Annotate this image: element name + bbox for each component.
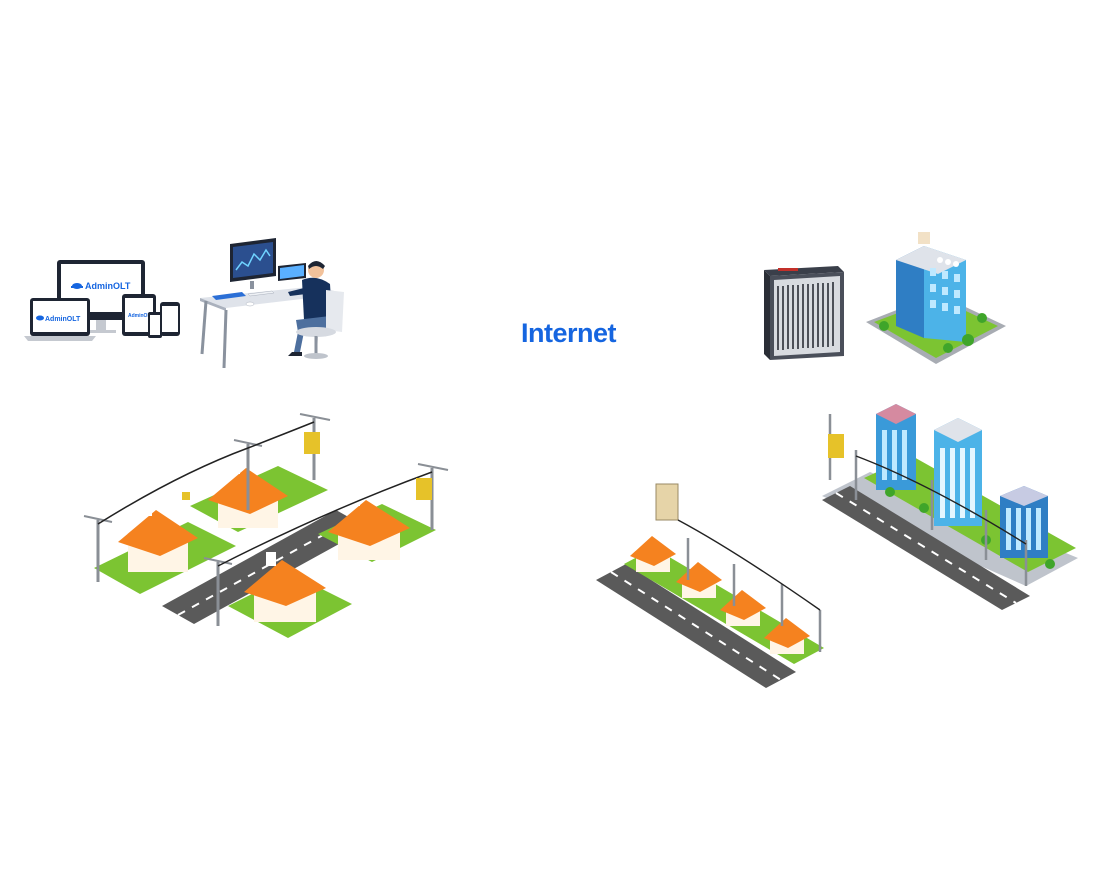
fiber-distribution-box: [828, 434, 844, 458]
office-building: [934, 418, 982, 526]
brand-text-monitor: AdminOLT: [85, 281, 131, 291]
house: [676, 562, 722, 598]
house: [328, 492, 410, 560]
laptop: AdminOLT: [24, 298, 96, 341]
phone-small: [148, 312, 162, 338]
brand-text-tablet: AdminOLT: [128, 313, 153, 319]
office-building: [1000, 486, 1048, 558]
street-cabinet: [655, 483, 679, 521]
house: [630, 536, 676, 572]
cloud-logo-icon: [71, 283, 83, 289]
internet-label: Internet: [521, 318, 617, 348]
house: [118, 502, 198, 572]
house: [764, 618, 810, 654]
fiber-distribution-box: [304, 432, 320, 454]
house: [720, 590, 766, 626]
second-monitor: [278, 263, 306, 281]
urban-buildings-illustration: [822, 404, 1078, 610]
olt-chassis-illustration: [764, 266, 844, 360]
phone-large: [160, 302, 180, 336]
residential-neighborhood-illustration: [83, 413, 449, 638]
office-chair: [296, 290, 344, 359]
central-office-building-illustration: [866, 232, 1006, 364]
operator-workstation-illustration: [200, 238, 344, 369]
fiber-distribution-box: [416, 478, 432, 500]
office-building: [876, 404, 916, 490]
cloud-logo-icon: [36, 315, 44, 321]
analytics-monitor: [230, 238, 276, 289]
house: [244, 552, 326, 622]
adminolt-devices-illustration: AdminOLT AdminOLT AdminOLT: [24, 260, 180, 341]
street-houses-illustration: [596, 483, 824, 688]
brand-text-laptop: AdminOLT: [45, 316, 81, 323]
